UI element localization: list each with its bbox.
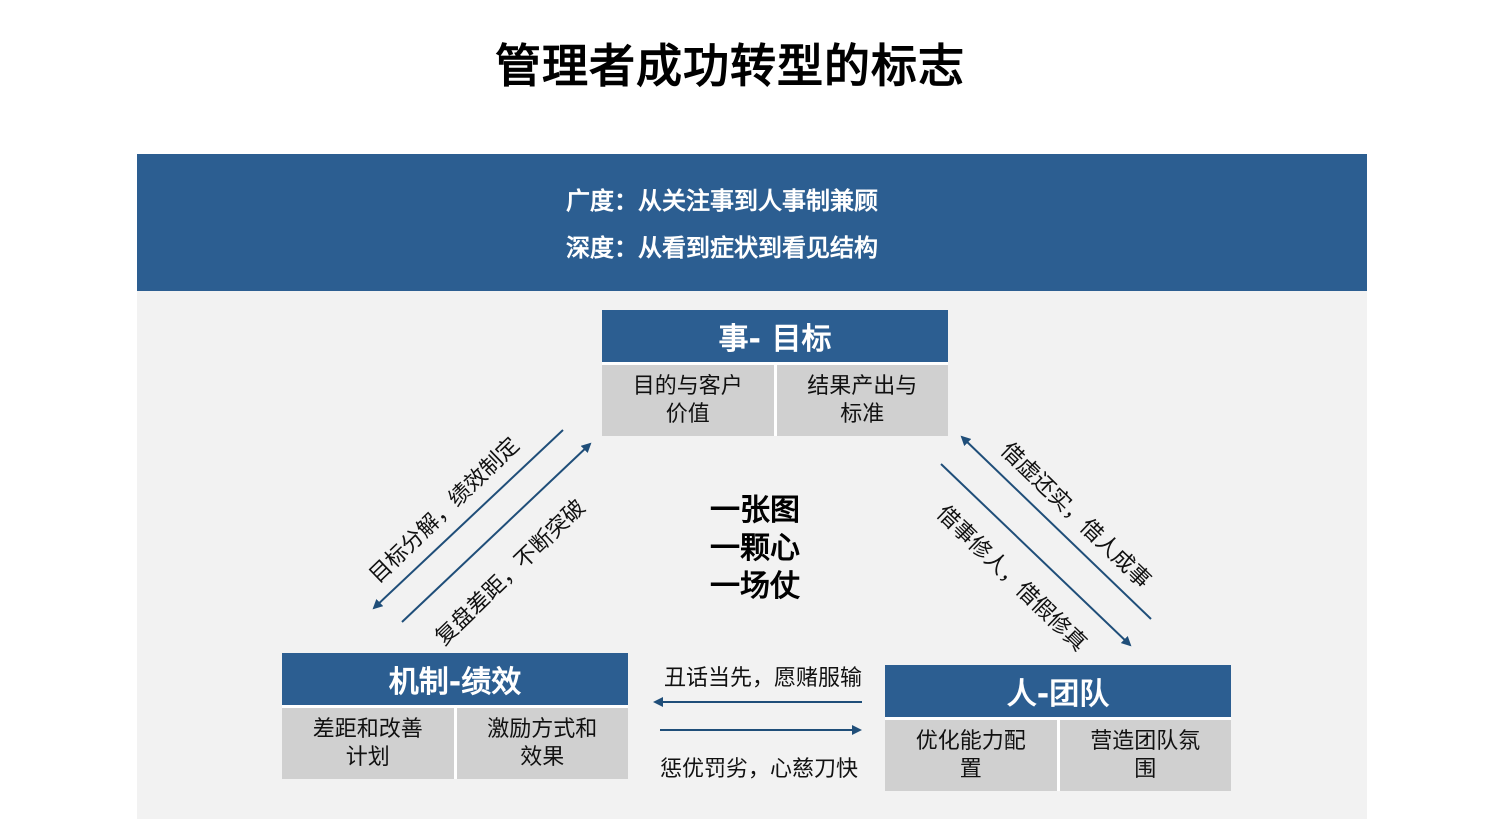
arrow-right-up [960, 435, 1152, 620]
box-mechanism: 机制-绩效 差距和改善 计划 激励方式和 效果 [282, 653, 628, 779]
banner-line-depth: 深度：从看到症状到看见结构 [566, 234, 878, 262]
box-mechanism-cell: 差距和改善 计划 [282, 708, 454, 779]
box-team-cell: 优化能力配 置 [885, 720, 1057, 791]
arrow-right-down [940, 463, 1132, 647]
banner-line-breadth: 广度：从关注事到人事制兼顾 [566, 187, 878, 215]
box-team: 人-团队 优化能力配 置 营造团队氛 围 [885, 665, 1231, 791]
center-line: 一场仗 [710, 569, 800, 604]
arrow-left-down [372, 429, 564, 610]
box-mechanism-title: 机制-绩效 [282, 653, 628, 708]
box-goal-cell: 结果产出与 标准 [773, 365, 948, 436]
box-team-title: 人-团队 [885, 665, 1231, 720]
box-goal-title: 事- 目标 [602, 310, 948, 365]
summary-banner: 广度：从关注事到人事制兼顾 深度：从看到症状到看见结构 [137, 154, 1367, 291]
box-goal: 事- 目标 目的与客户 价值 结果产出与 标准 [602, 310, 948, 436]
center-line: 一颗心 [710, 531, 800, 566]
box-goal-cell: 目的与客户 价值 [602, 365, 774, 436]
box-mechanism-cell: 激励方式和 效果 [453, 708, 628, 779]
center-line: 一张图 [710, 493, 800, 528]
edge-label-bottom-bottom: 惩优罚劣，心慈刀快 [660, 757, 859, 782]
box-team-cell: 营造团队氛 围 [1056, 720, 1231, 791]
center-slogan: 一张图 一颗心 一场仗 [710, 492, 810, 606]
page-title: 管理者成功转型的标志 [495, 39, 965, 93]
arrow-left-up [401, 442, 592, 623]
edge-label-bottom-top: 丑话当先，愿赌服输 [664, 666, 863, 691]
